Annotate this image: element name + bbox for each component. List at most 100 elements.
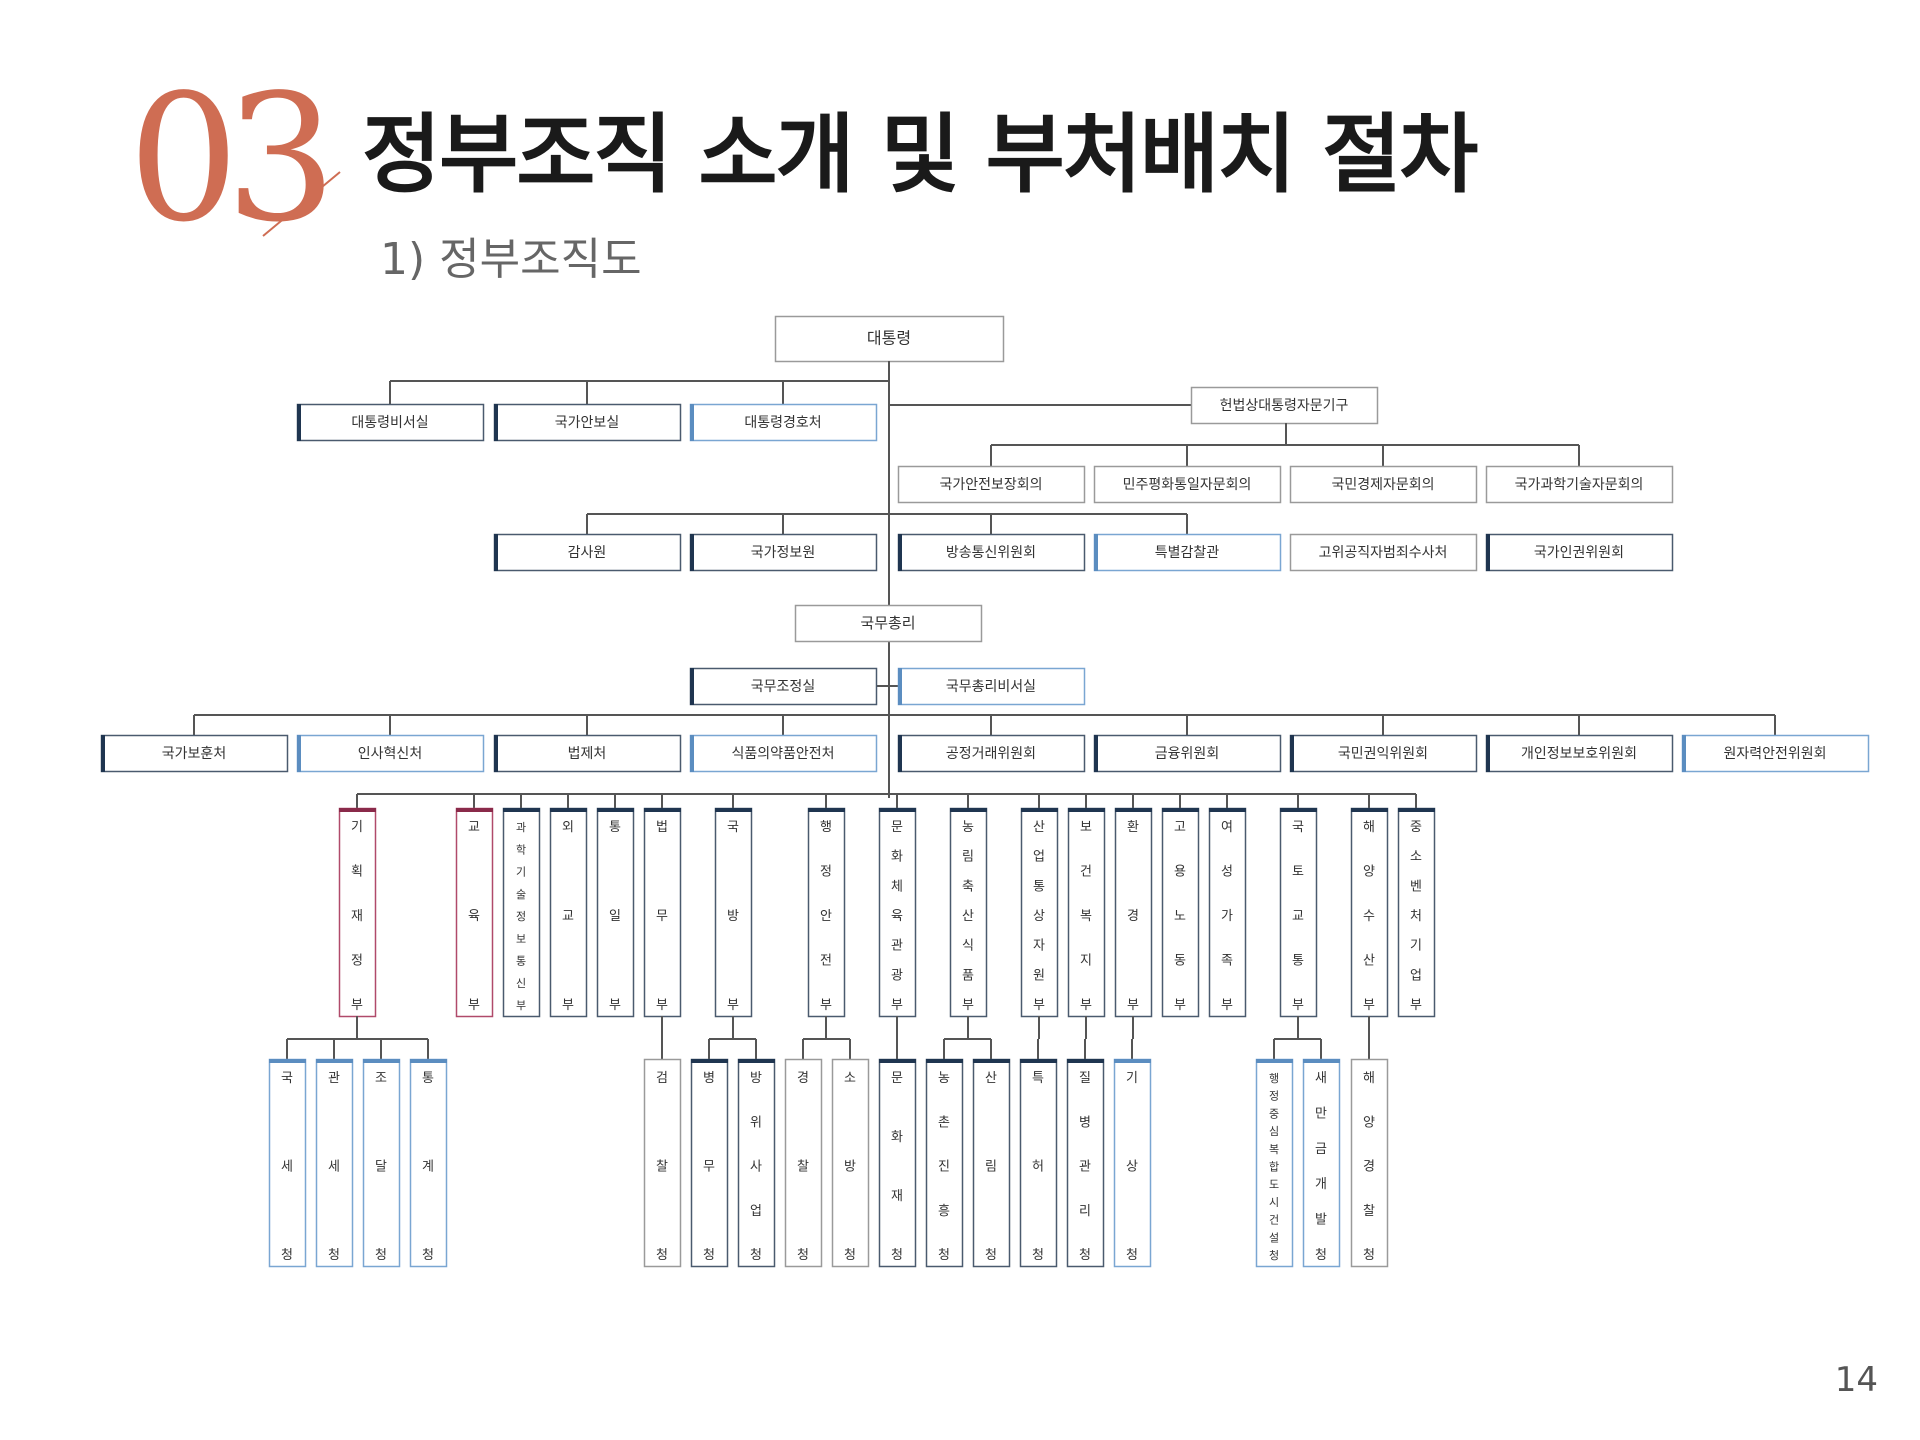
independent-right-0-label: 방송통신위원회 xyxy=(946,545,1036,561)
ministry-0-char: 재 xyxy=(351,909,363,924)
agency-11-0-char: 관 xyxy=(1079,1160,1091,1175)
ministry-3: 외교부 xyxy=(549,807,588,1018)
ministry-4: 통일부 xyxy=(596,807,635,1018)
pm-agency-right-0-label: 공정거래위원회 xyxy=(946,746,1036,762)
ministry-13-char: 부 xyxy=(1174,998,1186,1013)
ministry-6-char: 부 xyxy=(727,998,739,1013)
ministry-1-char: 육 xyxy=(468,909,480,924)
pm-agency-right-3-label: 개인정보보호위원회 xyxy=(1521,746,1637,762)
ministry-8-char: 문 xyxy=(891,820,903,835)
agency-16-0-char: 청 xyxy=(1363,1248,1375,1263)
agency-7-0-char: 찰 xyxy=(797,1160,809,1175)
pm-agency-right-3: 개인정보보호위원회 xyxy=(1485,734,1674,773)
ministry-17-char: 부 xyxy=(1410,998,1422,1013)
ministry-11-char: 지 xyxy=(1080,954,1092,969)
ministry-10-char: 상 xyxy=(1033,909,1045,924)
ministry-17-char: 처 xyxy=(1410,909,1422,924)
agency-16-0-char: 찰 xyxy=(1363,1204,1375,1219)
ministry-8-char: 광 xyxy=(891,968,903,983)
ministry-10-char: 부 xyxy=(1033,998,1045,1013)
ministry-10-char: 산 xyxy=(1033,820,1045,835)
ministry-15-char: 통 xyxy=(1292,954,1304,969)
agency-15-0-char: 설 xyxy=(1269,1231,1279,1244)
ministry-13-char: 동 xyxy=(1174,954,1186,969)
ministry-14-char: 성 xyxy=(1221,865,1233,880)
agency-9-1-char: 림 xyxy=(985,1160,997,1175)
ministry-4-char: 통 xyxy=(609,820,621,835)
ministry-12-char: 환 xyxy=(1127,820,1139,835)
agency-6-1-char: 업 xyxy=(750,1204,762,1219)
agency-15-1-char: 개 xyxy=(1315,1177,1327,1192)
agency-0-2-char: 청 xyxy=(375,1248,387,1263)
ministry-2-char: 술 xyxy=(516,888,526,901)
agency-0-3: 통계청 xyxy=(409,1058,448,1268)
page-subtitle: 1) 정부조직도 xyxy=(380,234,642,285)
ministry-10-char: 업 xyxy=(1033,850,1045,865)
ministry-8-char: 화 xyxy=(891,850,903,865)
pm-agency-right-4: 원자력안전위원회 xyxy=(1681,734,1870,773)
president-office-0: 대통령비서실 xyxy=(296,403,485,442)
ministry-6: 국방부 xyxy=(714,807,753,1018)
advisory-parent-box-label: 헌법상대통령자문기구 xyxy=(1220,398,1349,414)
ministry-16-char: 양 xyxy=(1363,865,1375,880)
pm-agency-right-4-label: 원자력안전위원회 xyxy=(1723,746,1826,762)
ministry-11-char: 보 xyxy=(1080,820,1092,835)
agency-6-0-char: 병 xyxy=(703,1071,715,1086)
agency-7-0: 경찰청 xyxy=(784,1058,823,1268)
agency-11-0-char: 청 xyxy=(1079,1248,1091,1263)
agency-8-0-char: 화 xyxy=(891,1130,903,1145)
ministry-8-char: 체 xyxy=(891,879,903,894)
ministry-2-char: 부 xyxy=(516,999,526,1012)
independent-left-0-label: 감사원 xyxy=(568,545,607,561)
pm-agency-left-0: 국가보훈처 xyxy=(100,734,289,773)
ministry-0-char: 기 xyxy=(351,820,363,835)
ministry-13-char: 노 xyxy=(1174,909,1186,924)
agency-0-1: 관세청 xyxy=(315,1058,354,1268)
agency-8-0-char: 재 xyxy=(891,1189,903,1204)
pm-agency-left-3: 식품의약품안전처 xyxy=(689,734,878,773)
advisory-box-0-label: 국가안전보장회의 xyxy=(939,477,1042,493)
agency-12-0: 기상청 xyxy=(1113,1058,1152,1268)
agency-7-1-char: 청 xyxy=(844,1248,856,1263)
agency-12-0-char: 기 xyxy=(1126,1071,1138,1086)
ministry-7-char: 전 xyxy=(820,954,832,969)
ministry-8-char: 육 xyxy=(891,909,903,924)
pm-agency-left-1: 인사혁신처 xyxy=(296,734,485,773)
agency-8-0-char: 문 xyxy=(891,1071,903,1086)
president-office-2: 대통령경호처 xyxy=(689,403,878,442)
ministry-14-char: 가 xyxy=(1221,909,1233,924)
agency-0-1-char: 청 xyxy=(328,1248,340,1263)
advisory-box-0: 국가안전보장회의 xyxy=(897,465,1086,504)
agency-15-1-char: 새 xyxy=(1315,1071,1327,1086)
agency-9-0-char: 진 xyxy=(938,1160,950,1175)
agency-11-0-char: 리 xyxy=(1079,1204,1091,1219)
agency-0-0-char: 세 xyxy=(281,1160,293,1175)
agency-11-0-char: 병 xyxy=(1079,1115,1091,1130)
agency-6-1-char: 청 xyxy=(750,1248,762,1263)
ministry-4-char: 부 xyxy=(609,998,621,1013)
agency-11-0-char: 질 xyxy=(1079,1071,1091,1086)
agency-0-0-char: 청 xyxy=(281,1248,293,1263)
agency-5-0: 검찰청 xyxy=(643,1058,682,1268)
agency-9-0-char: 흥 xyxy=(938,1204,950,1219)
agency-15-0-char: 심 xyxy=(1269,1125,1279,1138)
agency-6-0: 병무청 xyxy=(690,1058,729,1268)
ministry-14-char: 부 xyxy=(1221,998,1233,1013)
ministry-2-char: 정 xyxy=(516,910,526,923)
agency-15-0-char: 정 xyxy=(1269,1090,1279,1103)
independent-left-1: 국가정보원 xyxy=(689,533,878,572)
advisory-box-1-label: 민주평화통일자문회의 xyxy=(1123,477,1252,493)
agency-15-0-char: 복 xyxy=(1269,1143,1279,1156)
agency-15-0-char: 건 xyxy=(1269,1214,1279,1227)
independent-right-3: 국가인권위원회 xyxy=(1485,533,1674,572)
ministry-2-char: 통 xyxy=(516,955,526,968)
agency-16-0-char: 양 xyxy=(1363,1115,1375,1130)
